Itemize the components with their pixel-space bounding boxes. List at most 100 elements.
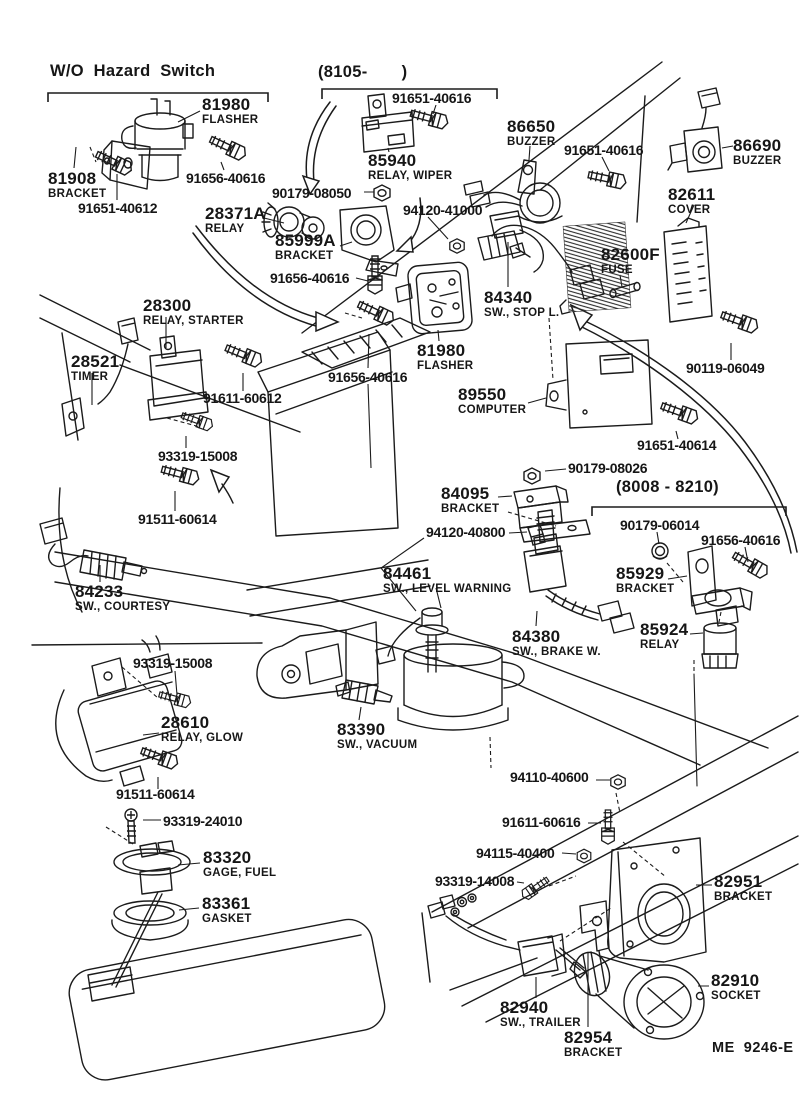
part-number: 91611-60612 — [203, 390, 282, 406]
part-number: (8105- ) — [318, 63, 408, 81]
part-name: SW., STOP L. — [484, 306, 560, 319]
part-number: 93319-15008 — [133, 655, 213, 671]
label-90179-08050: 90179-08050 — [272, 185, 352, 201]
part-number: 84095 — [441, 484, 490, 503]
part-number: 28610 — [161, 713, 210, 732]
part-number: 94120-41000 — [403, 202, 483, 218]
part-number: 81908 — [48, 169, 97, 188]
part-name: COVER — [668, 203, 711, 216]
part-number: 81980 — [417, 341, 466, 360]
label-91651-40616-a: 91651-40616 — [392, 91, 472, 106]
relay-85924-illustration — [693, 622, 739, 787]
part-name: RELAY, GLOW — [161, 731, 244, 744]
relay-28300-illustration — [147, 335, 209, 421]
part-number: 84380 — [512, 627, 561, 646]
part-name: BRACKET — [275, 249, 334, 262]
part-name: SW., TRAILER — [500, 1016, 581, 1029]
label-91511-60614-b: 91511-60614 — [116, 787, 195, 802]
part-number: 28300 — [143, 296, 192, 315]
label-93319-15008-b: 93319-15008 — [133, 655, 213, 671]
part-number: ME 9246-E — [712, 1040, 794, 1056]
range-brackets — [47, 88, 787, 516]
part-number: 85940 — [368, 151, 417, 170]
part-name: BRACKET — [441, 502, 500, 515]
part-name: GASKET — [202, 912, 252, 925]
part-name: FLASHER — [417, 359, 474, 372]
flow-arrows — [192, 101, 798, 554]
part-name: COMPUTER — [458, 403, 527, 416]
bracket-82954-illustration — [579, 900, 610, 952]
part-number: 91656-40616 — [328, 369, 408, 385]
part-name: RELAY, WIPER — [368, 169, 453, 182]
part-number: 91656-40616 — [270, 270, 350, 286]
gage-83320-illustration — [87, 840, 191, 1002]
part-number: 82954 — [564, 1028, 613, 1047]
part-name: SW., BRAKE W. — [512, 645, 601, 658]
part-name: FLASHER — [202, 113, 259, 126]
label-91651-40612: 91651-40612 — [78, 201, 158, 216]
relay-28371a-illustration — [261, 202, 325, 240]
switch-84461-illustration — [375, 607, 525, 731]
buzzer-86690-illustration — [667, 87, 723, 173]
flasher-81980b-illustration — [395, 261, 473, 335]
part-name: TIMER — [71, 370, 109, 383]
dashed-lines — [89, 146, 722, 942]
part-number: 82951 — [714, 872, 763, 891]
flasher-81980-illustration — [121, 98, 194, 182]
label-90119-06049: 90119-06049 — [686, 360, 765, 376]
bracket-85929-illustration — [687, 545, 753, 627]
part-number: 90179-08050 — [272, 185, 352, 201]
label-94120-40800: 94120-40800 — [426, 525, 506, 540]
part-name: SW., VACUUM — [337, 738, 418, 751]
switch-84233-illustration — [39, 517, 148, 581]
part-number: 82910 — [711, 971, 760, 990]
switch-83390-illustration — [335, 679, 393, 705]
relay-85940-illustration — [361, 93, 415, 153]
part-number: 82600F — [601, 245, 660, 264]
part-number: 91651-40614 — [637, 437, 717, 453]
part-name: BRACKET — [564, 1046, 623, 1059]
part-name: SW., COURTESY — [75, 600, 171, 613]
gasket-83361-illustration — [111, 900, 189, 941]
relay-28610-illustration — [55, 635, 183, 787]
label-91611-60616: 91611-60616 — [502, 815, 581, 830]
bracket-85999a-illustration — [339, 205, 399, 277]
leader-lines — [73, 104, 749, 1027]
switch-94120-41000-illustration — [489, 210, 544, 273]
part-number: 84340 — [484, 288, 533, 307]
label-91656-40616-a: 91656-40616 — [186, 170, 266, 186]
part-number: 84461 — [383, 564, 432, 583]
part-number: 90119-06049 — [686, 360, 765, 376]
label-94120-41000: 94120-41000 — [403, 202, 483, 218]
part-number: W/O Hazard Switch — [50, 62, 216, 80]
part-number: 94110-40600 — [510, 769, 589, 785]
part-name: BUZZER — [733, 154, 782, 167]
part-number: 28521 — [71, 352, 120, 371]
part-number: 91651-40616 — [564, 142, 644, 158]
part-number: 83390 — [337, 720, 386, 739]
label-me-code: ME 9246-E — [712, 1040, 794, 1056]
label-90179-08026: 90179-08026 — [568, 461, 648, 476]
part-number: 91656-40616 — [186, 170, 266, 186]
part-name: FUSE — [601, 263, 633, 276]
part-name: BRACKET — [714, 890, 773, 903]
part-number: 85929 — [616, 564, 665, 583]
part-number: 85924 — [640, 620, 689, 639]
